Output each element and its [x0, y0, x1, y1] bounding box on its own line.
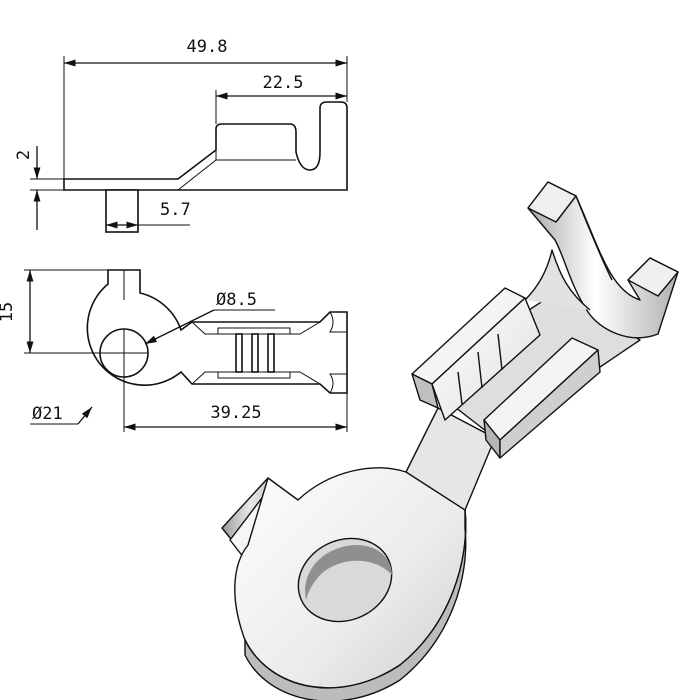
- iso-serration-1: [457, 371, 463, 405]
- dim-ring-diameter: Ø21: [32, 404, 63, 424]
- top-view-outline: [86, 269, 348, 394]
- dim-length-from-center: 39.25: [210, 403, 261, 423]
- isometric-view: [221, 181, 679, 700]
- dim-ring-height: 15: [0, 302, 17, 322]
- serration-3: [267, 333, 275, 373]
- iso-curl-tip-right: [627, 257, 679, 297]
- dim-thickness: 2: [14, 150, 34, 160]
- iso-hole-shadow: [305, 545, 392, 600]
- dim-overall-length: 49.8: [187, 37, 228, 57]
- serration-1: [235, 333, 243, 373]
- barrel-curl-bottom: [329, 373, 347, 394]
- dim-barrel-length: 22.5: [263, 73, 304, 93]
- iso-serration-2: [477, 351, 483, 389]
- side-view-profile: [63, 101, 348, 191]
- iso-curl-edge: [555, 195, 613, 281]
- leader-hole: [144, 309, 215, 345]
- dim-hole-diameter: Ø8.5: [216, 290, 257, 310]
- iso-serration-3: [497, 333, 503, 371]
- dim-tab-width: 5.7: [160, 200, 191, 220]
- serration-2: [251, 333, 259, 373]
- iso-ring-edge: [244, 509, 467, 700]
- iso-wall-inner: [431, 297, 541, 421]
- barrel-curl-top: [329, 311, 347, 333]
- iso-curl-inner: [524, 249, 591, 311]
- leader-ring: [77, 406, 93, 425]
- iso-wall-end: [411, 373, 439, 409]
- side-view-tab: [105, 189, 139, 233]
- side-view: 49.8 22.5 2 5.7: [14, 37, 348, 233]
- iso-rear-wall-face: [499, 349, 601, 459]
- top-view: 15 Ø8.5 Ø21 39.25: [0, 269, 348, 432]
